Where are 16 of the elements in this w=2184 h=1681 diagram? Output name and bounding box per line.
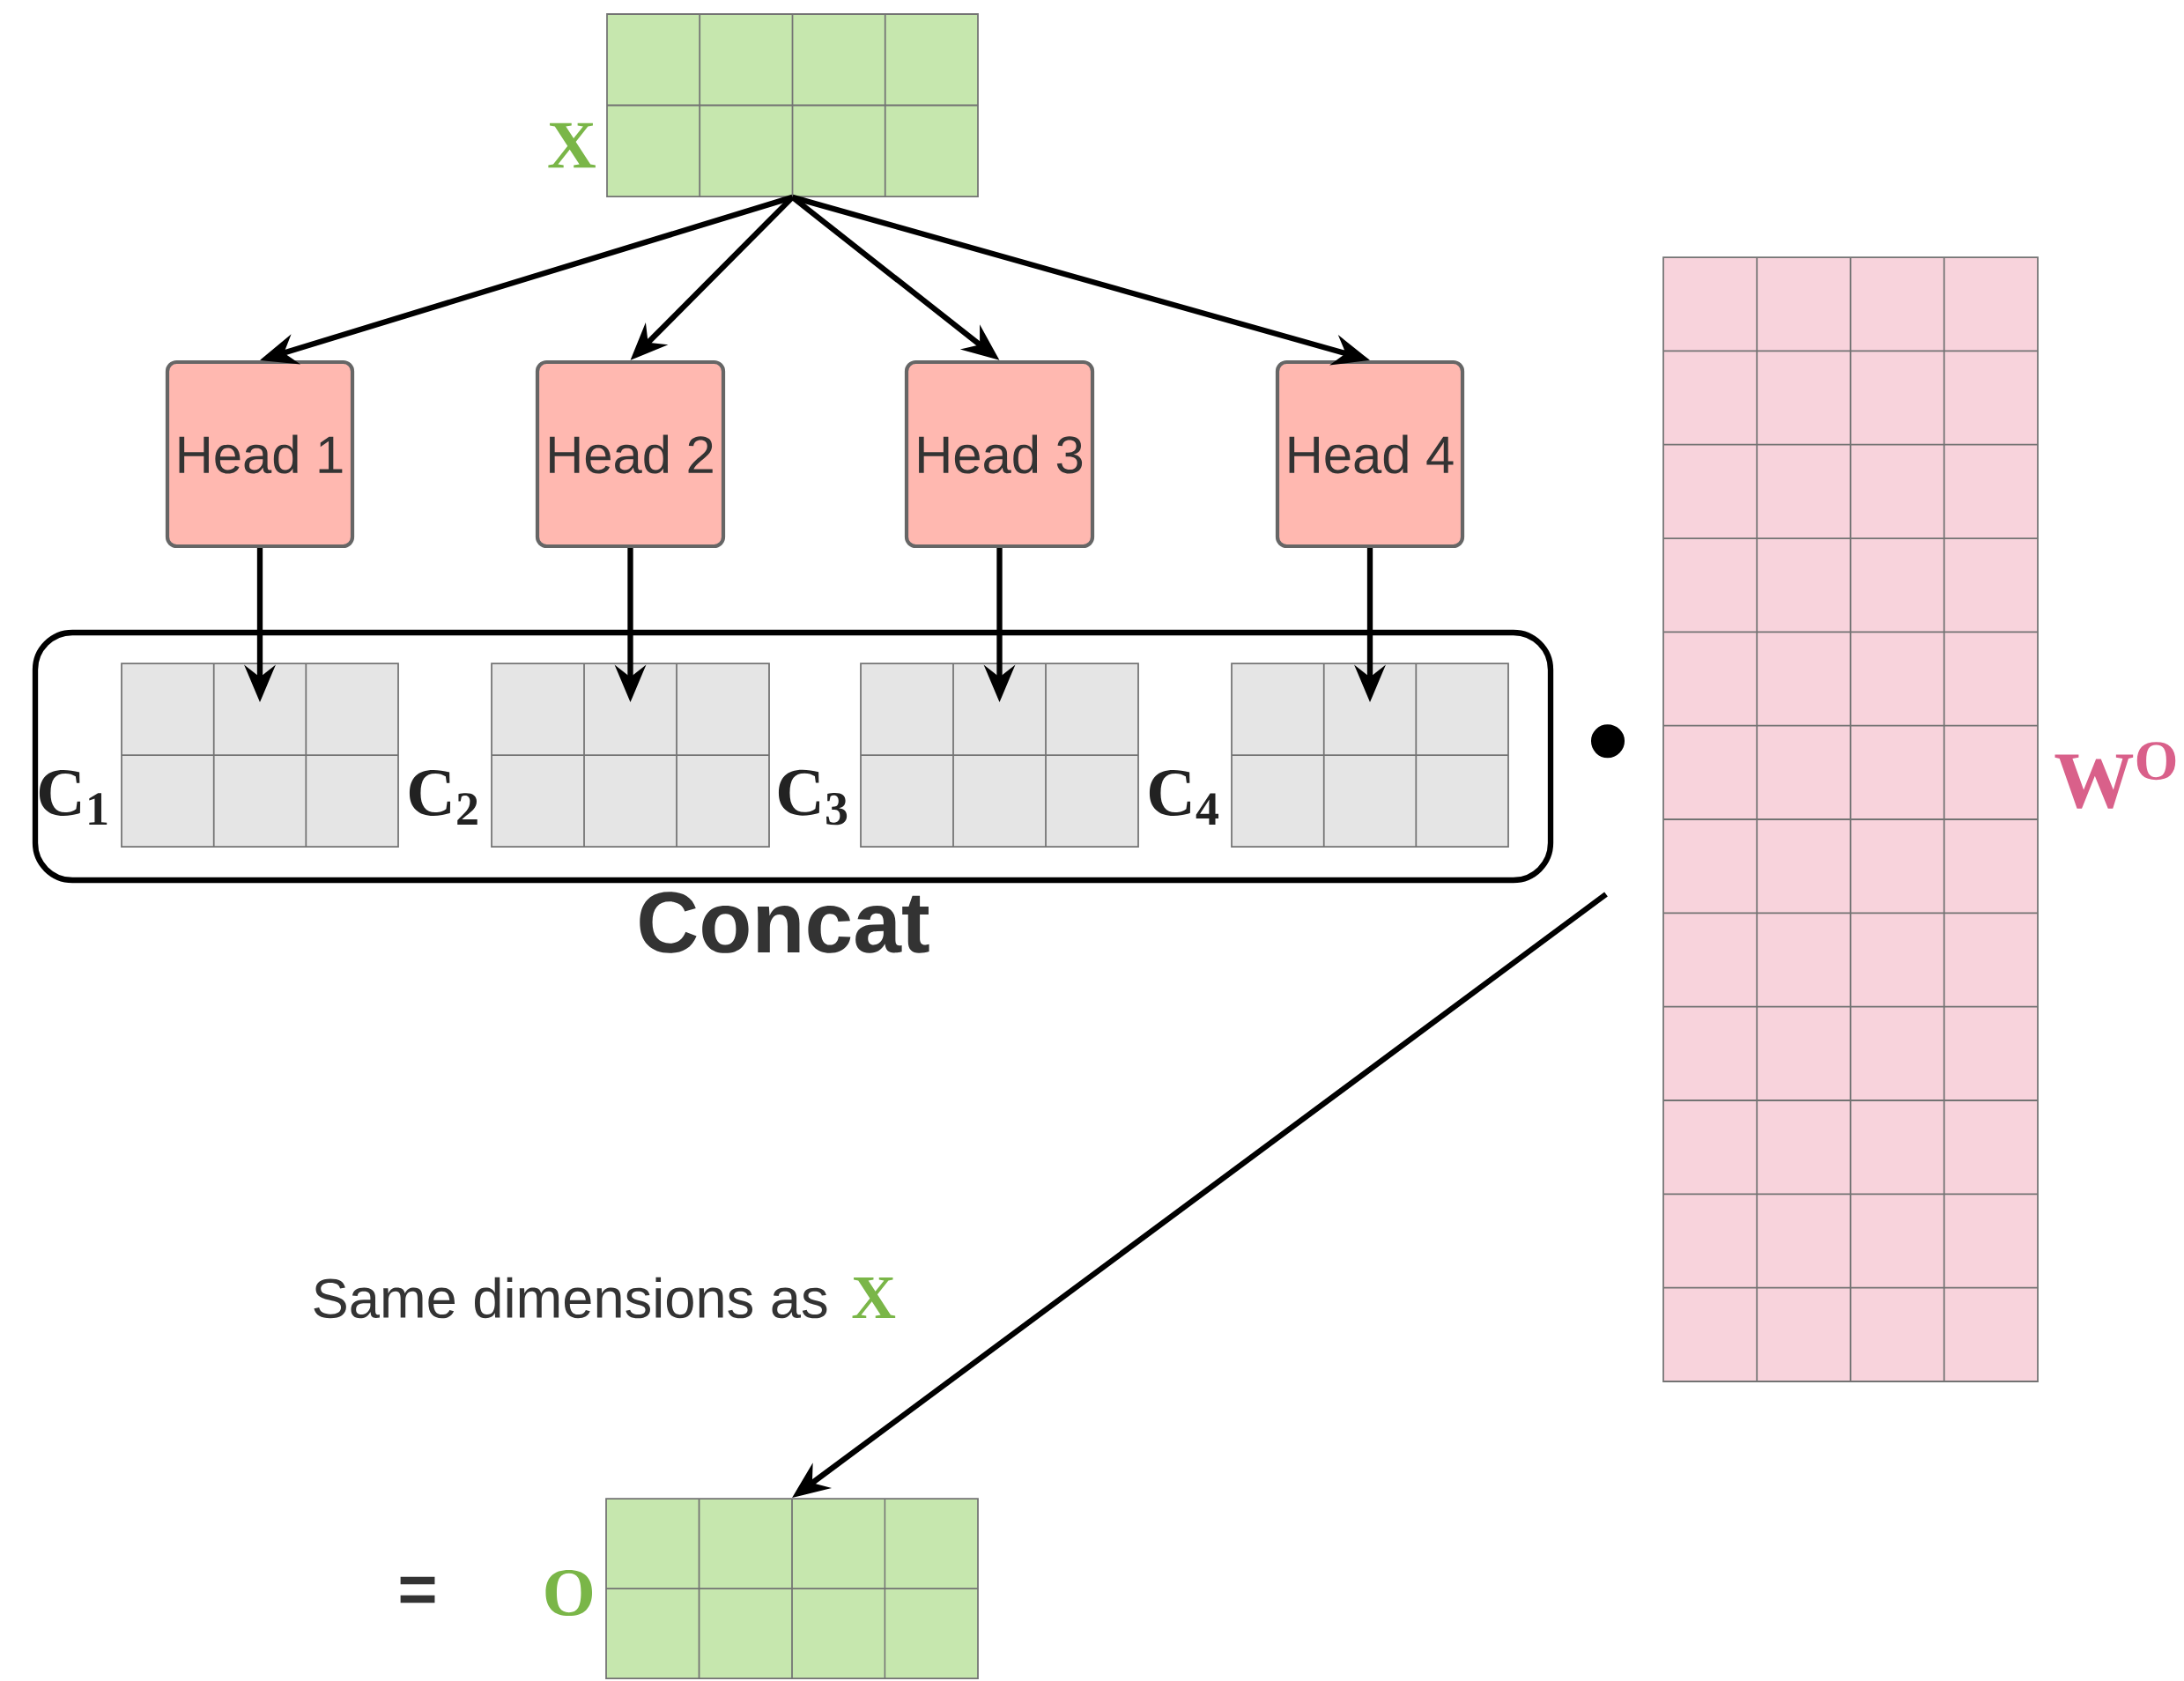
head-box: Head 3: [904, 359, 1095, 549]
matrix-label: C$_{2}$: [409, 769, 478, 826]
matrix-label: C$_{1}$: [39, 769, 107, 826]
matrix-label: X: [548, 122, 596, 168]
head-box: Head 2: [535, 359, 726, 549]
concat-label: Concat: [640, 892, 929, 953]
multiply-sign: •: [1590, 724, 1625, 759]
head-box: Head 1: [165, 359, 355, 549]
matrix-label: W$^{O}$: [2054, 742, 2176, 809]
head-box: Head 4: [1275, 359, 1465, 549]
matrix-label: O: [545, 1570, 593, 1616]
equals-sign: =: [400, 1576, 435, 1603]
note-text: Same dimensions as: [314, 1277, 827, 1319]
matrix-label: C$_{3}$: [778, 769, 848, 826]
matrix-label: C$_{4}$: [1149, 769, 1219, 826]
matrix-symbol: X: [852, 1277, 896, 1318]
